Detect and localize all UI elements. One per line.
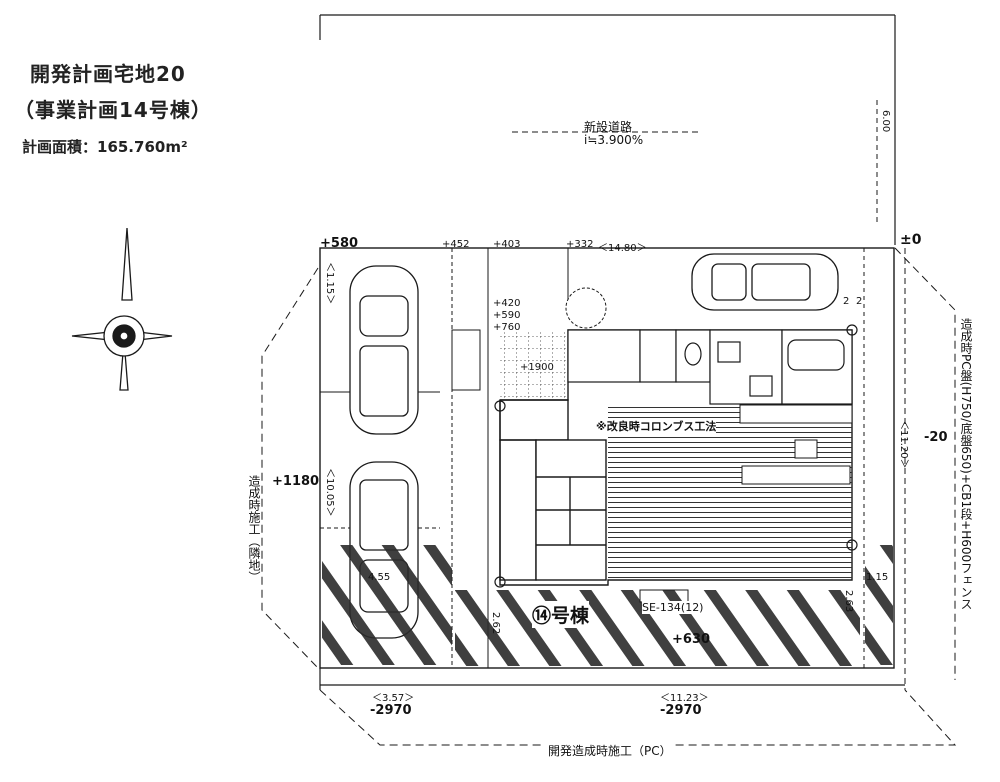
porch-tiles	[500, 330, 568, 400]
dimension-2-top: 2	[843, 296, 850, 307]
elevation-332: +332	[566, 239, 594, 250]
ldk-floor	[608, 405, 852, 580]
dimension-bottom-right: ＜11.23＞	[660, 693, 709, 704]
car-left-top	[349, 265, 419, 435]
tree	[565, 287, 607, 329]
elevation-top-left: +580	[320, 236, 359, 251]
dimension-top-width: ＜14.80＞	[598, 243, 647, 254]
elevation-452: +452	[442, 239, 470, 250]
dimension-parking-length: 4.55	[368, 572, 391, 583]
construction-method-note: ※改良時コロンブス工法	[596, 418, 717, 434]
car-top-right	[691, 253, 839, 311]
dimension-2-62: 2.62	[490, 612, 501, 635]
fridge	[794, 439, 818, 459]
house-number: ⑭号棟	[532, 601, 590, 628]
road-slope: i≒3.900%	[584, 133, 644, 147]
dimension-bottom-left: ＜3.57＞	[372, 693, 415, 704]
elevation-420: +420	[493, 298, 521, 309]
road-name: 新設道路	[584, 120, 633, 134]
dimension-2-top-b: 2	[856, 296, 863, 307]
dimension-left-depth: ＜10.05＞	[324, 468, 335, 517]
bottom-note: 開発造成時施工（PC）	[545, 742, 675, 759]
elevation-bottom-left: -2970	[370, 703, 412, 718]
dimension-1-15: 1.15	[866, 572, 889, 583]
left-side-note: 造成時施工（隣地）	[247, 475, 261, 583]
dimension-left-top: ＜1.15＞	[324, 262, 335, 305]
road-outline	[319, 14, 896, 245]
elevation-590: +590	[493, 310, 521, 321]
right-side-note: 造成時PC盤(H750/底盤650)+CB1段+H600フェンス	[959, 318, 973, 611]
elevation-bottom-mid: +630	[672, 632, 711, 647]
north-compass-icon	[71, 227, 173, 391]
dimension-right-depth: ＜11.20＞	[898, 420, 909, 469]
dimension-2-63: 2.63	[843, 590, 854, 613]
road-width-dim: 6.00	[880, 110, 891, 133]
elevation-760: +760	[493, 322, 521, 333]
bike-post	[451, 329, 481, 391]
elevation-left-mid: +1180	[272, 474, 320, 489]
plan-title: 開発計画宅地20	[30, 62, 186, 86]
kitchen-counter	[739, 404, 853, 424]
elevation-1900: +1900	[520, 362, 554, 373]
elevation-right-mid: -20	[924, 430, 948, 445]
stove-counter	[741, 465, 851, 485]
sewer-label: SE-134(12)	[642, 601, 704, 614]
elevation-top-right: ±0	[900, 232, 922, 248]
plan-area: 計画面積：165.760m²	[22, 138, 188, 156]
elevation-bottom-right: -2970	[660, 703, 702, 718]
wet-rooms	[567, 329, 853, 405]
plan-subtitle: （事業計画14号棟）	[14, 98, 212, 122]
elevation-403: +403	[493, 239, 521, 250]
house-corners	[494, 324, 858, 588]
